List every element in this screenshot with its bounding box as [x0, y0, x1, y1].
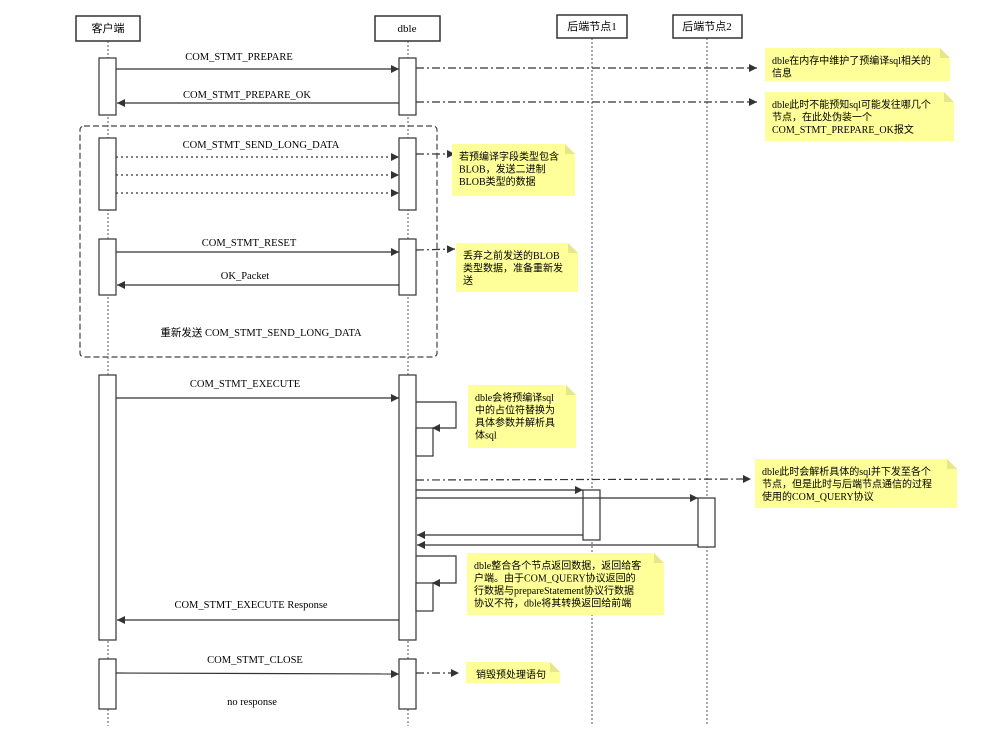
note-fold: [947, 459, 957, 469]
head-dble: dble: [374, 15, 441, 42]
activation-dble: [398, 238, 417, 296]
note-fold: [940, 48, 950, 58]
head-client: 客户端: [75, 15, 141, 42]
note-fold: [654, 553, 664, 563]
lifeline-heads: 客户端 dble 后端节点1 后端节点2: [75, 14, 743, 42]
note-line: 协议不符，dble将其转换返回给前端: [474, 597, 631, 610]
note-line: dble此时不能预知sql可能发往哪几个: [772, 98, 931, 111]
arrow-close: [115, 669, 400, 678]
note-line: 中的占位符替换为: [475, 404, 555, 417]
self-calls: [415, 401, 457, 612]
label-execute-response: COM_STMT_EXECUTE Response: [174, 600, 327, 611]
activation-client: [98, 137, 117, 211]
label-send-long-data: COM_STMT_SEND_LONG_DATA: [183, 140, 340, 151]
note-line: 节点，在此处伪装一个: [772, 111, 872, 124]
note-line: 户端。由于COM_QUERY协议返回的: [474, 572, 636, 585]
note-line: 使用的COM_QUERY协议: [762, 490, 874, 503]
connector-n6: [415, 475, 752, 484]
note-fake-prepare-ok: dble此时不能预知sql可能发往哪几个节点，在此处伪装一个COM_STMT_P…: [765, 92, 954, 141]
message-arrows: [115, 65, 698, 678]
connector-n4: [415, 245, 456, 254]
activation-client: [98, 238, 117, 296]
note-fold: [565, 144, 575, 154]
note-fold: [550, 662, 560, 672]
label-ok-packet: OK_Packet: [221, 271, 269, 282]
note-body: [468, 385, 576, 448]
note-line: 节点，但是此时与后端节点通信的过程: [762, 478, 932, 491]
note-line: COM_STMT_PREPARE_OK报文: [772, 123, 914, 136]
head-dble-label: dble: [398, 23, 417, 35]
note-connectors: [415, 64, 757, 677]
label-resend: 重新发送 COM_STMT_SEND_LONG_DATA: [160, 326, 362, 339]
note-line: dble在内存中维护了预编译sql相关的: [772, 54, 931, 67]
note-body: [765, 92, 954, 141]
note-merge-results: dble整合各个节点返回数据，返回给客户端。由于COM_QUERY协议返回的行数…: [467, 553, 664, 615]
note-body: [466, 662, 560, 683]
activation-dble: [398, 57, 417, 116]
note-line: 类型数据，准备重新发: [463, 262, 563, 275]
note-fold: [944, 92, 954, 102]
note-dispatch-com-query: dble此时会解析具体的sql并下发至各个节点，但是此时与后端节点通信的过程使用…: [755, 459, 957, 508]
head-backend1: 后端节点1: [556, 14, 628, 39]
label-close: COM_STMT_CLOSE: [207, 655, 303, 666]
label-execute: COM_STMT_EXECUTE: [190, 379, 300, 390]
note-line: 丢弃之前发送的BLOB: [463, 249, 560, 262]
activation-client: [98, 658, 117, 710]
head-client-label: 客户端: [92, 21, 125, 35]
long-data-frame: [79, 125, 438, 358]
note-line: 具体参数并解析具: [475, 416, 555, 429]
note-fold: [566, 385, 576, 395]
note-line: 送: [463, 274, 473, 287]
note-body: [755, 459, 957, 508]
activation-dble-nested: [415, 427, 434, 457]
activation-dble: [398, 137, 417, 211]
label-no-response: no response: [227, 697, 277, 708]
self-call-merge: [416, 555, 457, 587]
message-labels: COM_STMT_PREPARE COM_STMT_PREPARE_OK COM…: [160, 52, 362, 708]
note-body: [467, 553, 664, 615]
note-line: BLOB，发送二进制: [459, 163, 546, 176]
head-backend2: 后端节点2: [672, 14, 743, 39]
note-body: [765, 48, 950, 81]
activation-backend2: [697, 497, 716, 548]
activation-dble-nested: [415, 582, 434, 612]
head-backend1-label: 后端节点1: [567, 20, 617, 33]
note-line: dble此时会解析具体的sql并下发至各个: [762, 465, 931, 478]
note-line: dble会将预编译sql: [475, 391, 554, 404]
label-prepare-ok: COM_STMT_PREPARE_OK: [183, 90, 311, 101]
label-reset: COM_STMT_RESET: [202, 238, 297, 249]
note-line: 信息: [772, 67, 792, 80]
self-call-parse: [416, 401, 457, 432]
note-fold: [568, 243, 578, 253]
note-line: dble整合各个节点返回数据，返回给客: [474, 559, 641, 572]
note-line: 体sql: [475, 430, 497, 442]
note-body: [456, 243, 578, 292]
activation-backend1: [582, 489, 601, 541]
note-line: BLOB类型的数据: [459, 175, 536, 188]
note-line: 销毁预处理语句: [476, 668, 546, 681]
note-body: [452, 144, 575, 196]
activation-dble: [398, 658, 417, 710]
note-destroy-statement: 销毁预处理语句: [466, 662, 560, 683]
activation-client: [98, 374, 117, 641]
note-line: 若预编译字段类型包含: [459, 150, 559, 163]
activation-dble: [398, 374, 417, 641]
note-line: 行数据与prepareStatement协议行数据: [474, 584, 634, 597]
activation-bars: [98, 57, 716, 710]
label-prepare: COM_STMT_PREPARE: [185, 52, 293, 63]
activation-client: [98, 57, 117, 116]
head-backend2-label: 后端节点2: [682, 20, 732, 33]
